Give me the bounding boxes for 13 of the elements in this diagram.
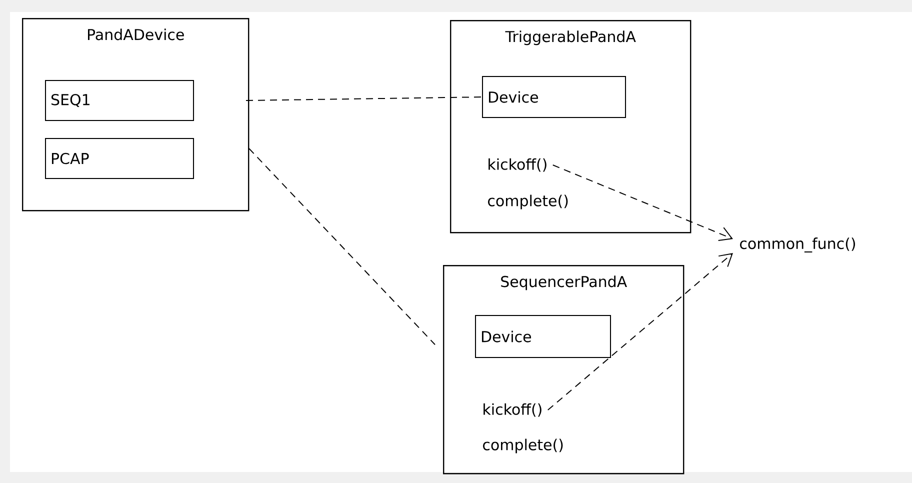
- method-label: kickoff(): [484, 403, 542, 417]
- dashed-line: [248, 148, 436, 346]
- field-box: SEQ1: [45, 80, 194, 121]
- method-label: kickoff(): [488, 158, 546, 172]
- field-box: Device: [475, 315, 611, 358]
- field-box: PCAP: [45, 138, 194, 179]
- arrow: [552, 164, 733, 242]
- function-label: common_func(): [740, 238, 855, 252]
- dashed-line: [246, 96, 482, 101]
- method-label: complete(): [488, 194, 568, 210]
- field-box: Device: [482, 76, 626, 118]
- arrow: [547, 253, 733, 410]
- method-label: complete(): [483, 438, 563, 454]
